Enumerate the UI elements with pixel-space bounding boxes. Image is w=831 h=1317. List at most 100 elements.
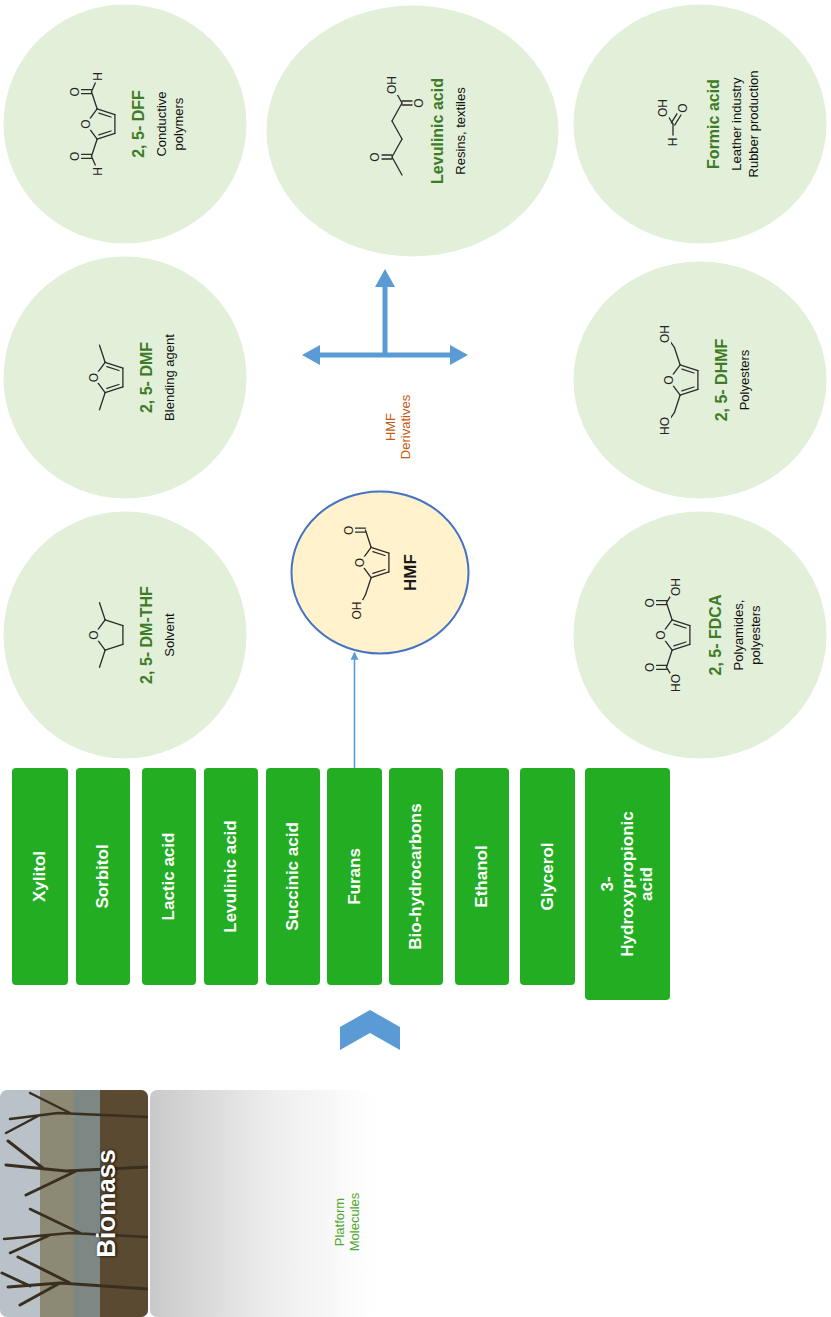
- chemical-bond: [671, 342, 675, 347]
- chemical-bond: [382, 154, 392, 155]
- atom-label: O: [88, 372, 100, 383]
- ellipse-shape: [4, 257, 247, 499]
- chemical-bond: [665, 620, 672, 630]
- atom-label: O: [354, 557, 366, 568]
- chemical-bond: [673, 365, 680, 375]
- platform-name: Lactic acid: [159, 833, 179, 921]
- compound-name: 2, 5- DFF: [129, 90, 148, 158]
- chemical-bond: [392, 121, 402, 139]
- atom-label: OH: [670, 577, 682, 597]
- ellipse-outline: [2, 255, 248, 500]
- chemical-bond: [657, 600, 667, 601]
- chemical-structure: [572, 510, 828, 760]
- chemical-bond: [673, 386, 680, 396]
- chemical-bond: [675, 395, 681, 412]
- atom-label: H: [92, 71, 104, 82]
- ellipse-shape: [267, 6, 559, 257]
- hmf-name: HMF: [401, 554, 421, 591]
- chemical-bond: [674, 624, 686, 628]
- atom-label: O: [663, 374, 675, 385]
- platform-molecule-box: Lactic acid: [142, 768, 196, 985]
- ellipse-shape: [574, 512, 827, 759]
- chemical-bond: [657, 665, 667, 666]
- chemical-bond: [366, 578, 372, 595]
- compound-name: Formic acid: [704, 79, 723, 169]
- arrowhead: [302, 345, 320, 365]
- atom-label: OH: [351, 601, 363, 621]
- chemical-bond: [99, 113, 111, 117]
- chemical-bond: [92, 83, 96, 92]
- derivative-circle: Levulinic acidResins, textilesOHOO: [265, 4, 560, 258]
- chemical-bond: [100, 603, 106, 620]
- biomass-label: Biomass: [91, 1149, 122, 1257]
- chemical-bond: [671, 412, 675, 417]
- chemical-bond: [82, 93, 92, 94]
- chemical-bond: [689, 626, 690, 645]
- chemical-bond: [105, 620, 123, 626]
- chemical-structure: [2, 3, 248, 245]
- chemical-bond: [99, 131, 111, 135]
- atom-label: H: [667, 137, 679, 148]
- arrow-shaft: [383, 285, 388, 355]
- derivative-circle: 2, 5- DHMFPolyestersOHOHO: [572, 260, 828, 500]
- chemical-bond: [100, 650, 106, 667]
- chemical-bond: [682, 387, 694, 391]
- chemical-structure: [2, 510, 248, 760]
- hmf-ellipse: HMFOHOO: [290, 490, 470, 655]
- arrowhead: [375, 269, 395, 287]
- chemical-bond: [82, 158, 92, 159]
- tree: [6, 1093, 148, 1133]
- compound-name: 2, 5- FDCA: [706, 595, 725, 676]
- photo-reflection: [150, 1090, 375, 1317]
- ellipse-outline: [2, 3, 248, 245]
- platform-molecule-box: Bio-hydrocarbons: [389, 768, 443, 985]
- ellipse-shape: [292, 492, 469, 654]
- atom-label: O: [80, 118, 92, 129]
- chemical-bond: [92, 139, 98, 156]
- atom-label: O: [69, 86, 81, 97]
- chemical-bond: [98, 641, 105, 651]
- platform-name: Sorbitol: [93, 844, 113, 908]
- atom-label: OH: [659, 324, 671, 344]
- compound-use: Resins, textiles: [453, 87, 469, 174]
- compound-use: Conductive polymers: [154, 77, 187, 172]
- chemical-bond: [107, 367, 119, 371]
- tree: [2, 1257, 148, 1305]
- chemical-bond: [114, 115, 115, 134]
- chemical-bond: [397, 94, 402, 103]
- chemical-bond: [382, 158, 392, 159]
- sky: [0, 1090, 148, 1317]
- derivative-circle: 2, 5- FDCAPolyamides, polyestersOHOOOHO: [572, 510, 828, 760]
- derivatives-arrowheads: [302, 269, 468, 365]
- tree-branches: [2, 1093, 148, 1305]
- platform-molecule-box: Furans: [327, 768, 382, 985]
- derivatives-arrow: [318, 285, 452, 355]
- ellipse-shape: [4, 5, 247, 244]
- platform-molecule-box: Sorbitol: [76, 768, 130, 985]
- atom-label: O: [677, 102, 689, 113]
- platform-molecule-box: Levulinic acid: [204, 768, 258, 985]
- chemical-structure: [265, 4, 560, 258]
- chemical-bond: [674, 642, 686, 646]
- atom-label: O: [644, 597, 656, 608]
- chemical-bond: [697, 371, 698, 390]
- atom-label: O: [369, 151, 381, 162]
- compound-name: 2, 5- DMF: [137, 342, 156, 413]
- chemical-structure: [290, 490, 470, 655]
- derivative-circle: Formic acidLeather industry Rubber produ…: [572, 3, 828, 245]
- chemical-structure: [2, 255, 248, 500]
- platform-molecule-box: Glycerol: [520, 768, 575, 985]
- tree: [6, 1141, 148, 1195]
- platform-molecule-box: Xylitol: [12, 768, 68, 985]
- atom-label: O: [69, 151, 81, 162]
- platform-name: Glycerol: [538, 842, 558, 910]
- chemical-bond: [364, 547, 371, 557]
- chemical-bond: [100, 393, 106, 410]
- platform-name: Bio-hydrocarbons: [406, 803, 426, 949]
- ellipse-outline: [572, 260, 828, 500]
- derivative-circle: 2, 5- DFFConductive polymersHOOOH: [2, 3, 248, 245]
- atom-label: OH: [657, 98, 669, 118]
- chemical-bond: [90, 109, 97, 119]
- ellipse-outline: [572, 510, 828, 760]
